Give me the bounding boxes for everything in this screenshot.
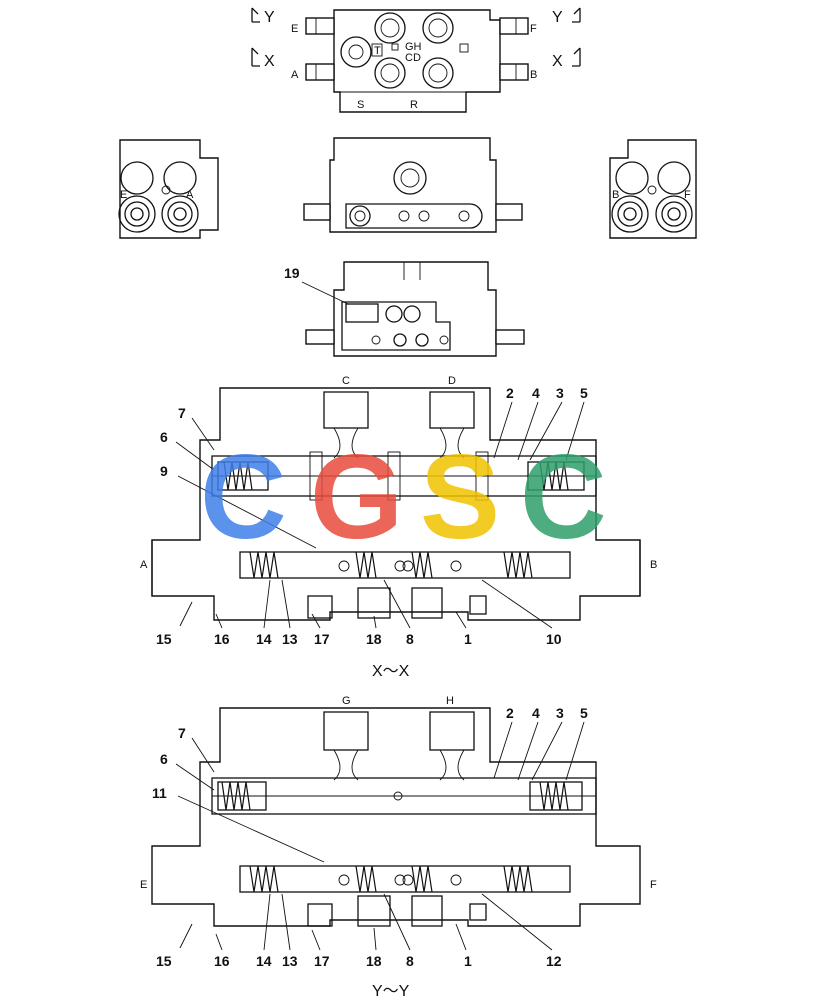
- y-callout-7: 7: [178, 725, 186, 741]
- section-y-title: Y～Y: [372, 983, 410, 1000]
- y-callout-14: 14: [256, 953, 272, 969]
- x-callout-1: 1: [464, 631, 472, 647]
- section-arrow-x-right: X: [552, 53, 563, 70]
- y-callout-3: 3: [556, 705, 564, 721]
- port-label-cd: CD: [405, 52, 421, 64]
- y-callout-5: 5: [580, 705, 588, 721]
- watermark-letter-c1: C: [200, 430, 287, 564]
- x-callout-17: 17: [314, 631, 330, 647]
- port-label-gh: GH: [405, 41, 422, 53]
- port-label-f: F: [530, 23, 537, 35]
- x-callout-16: 16: [214, 631, 230, 647]
- y-port-e: E: [140, 879, 147, 891]
- y-callout-6: 6: [160, 751, 168, 767]
- y-callout-4: 4: [532, 705, 540, 721]
- port-label-b: B: [530, 69, 537, 81]
- x-port-b: B: [650, 559, 657, 571]
- x-port-c: C: [342, 375, 350, 387]
- section-x-title: X～X: [372, 663, 410, 680]
- y-callout-17: 17: [314, 953, 330, 969]
- x-callout-18: 18: [366, 631, 382, 647]
- x-callout-15: 15: [156, 631, 172, 647]
- x-callout-2: 2: [506, 385, 514, 401]
- y-callout-16: 16: [214, 953, 230, 969]
- port-label-e: E: [291, 23, 298, 35]
- y-callout-15: 15: [156, 953, 172, 969]
- front-view: [303, 137, 523, 233]
- port-label-r: R: [410, 99, 418, 111]
- y-callout-12: 12: [546, 953, 562, 969]
- section-arrow-x-left: X: [264, 53, 275, 70]
- x-callout-13: 13: [282, 631, 298, 647]
- y-callout-2: 2: [506, 705, 514, 721]
- x-callout-5: 5: [580, 385, 588, 401]
- section-x: A B C D 2 4 3 5 7 6 9 15 16 14 13 17 18 …: [140, 375, 657, 680]
- x-callout-8: 8: [406, 631, 414, 647]
- y-callout-13: 13: [282, 953, 298, 969]
- right-side-port-b: B: [612, 189, 619, 201]
- section-arrow-y-right: Y: [552, 9, 563, 26]
- left-side-port-e: E: [120, 189, 127, 201]
- x-port-a: A: [140, 559, 148, 571]
- y-callout-8: 8: [406, 953, 414, 969]
- x-callout-10: 10: [546, 631, 562, 647]
- y-port-h: H: [446, 695, 454, 707]
- port-label-a: A: [291, 69, 299, 81]
- x-callout-9: 9: [160, 463, 168, 479]
- cgsc-watermark: C G S C: [200, 430, 607, 564]
- x-callout-6: 6: [160, 429, 168, 445]
- x-callout-14: 14: [256, 631, 272, 647]
- port-label-s: S: [357, 99, 364, 111]
- left-side-port-a: A: [186, 189, 194, 201]
- x-callout-3: 3: [556, 385, 564, 401]
- y-port-g: G: [342, 695, 351, 707]
- callout-19: 19: [284, 265, 300, 281]
- watermark-letter-s: S: [420, 430, 500, 564]
- y-port-f: F: [650, 879, 657, 891]
- watermark-letter-g: G: [310, 430, 403, 564]
- y-callout-18: 18: [366, 953, 382, 969]
- x-port-d: D: [448, 375, 456, 387]
- right-side-port-f: F: [684, 189, 691, 201]
- section-arrow-y-left: Y: [264, 9, 275, 26]
- y-callout-11: 11: [152, 785, 167, 801]
- top-view: Y Y X X E F A B S R T GH CD: [251, 7, 581, 113]
- x-callout-7: 7: [178, 405, 186, 421]
- section-y: E F G H 2 4 3 5 7 6 11 15 16 14 13 17 18…: [140, 695, 657, 1000]
- right-side-view: B F: [609, 139, 697, 239]
- watermark-letter-c2: C: [520, 430, 607, 564]
- left-side-view: E A: [118, 139, 219, 239]
- y-callout-1: 1: [464, 953, 472, 969]
- x-callout-4: 4: [532, 385, 540, 401]
- bottom-view: 19: [284, 261, 525, 357]
- port-label-t: T: [374, 45, 381, 57]
